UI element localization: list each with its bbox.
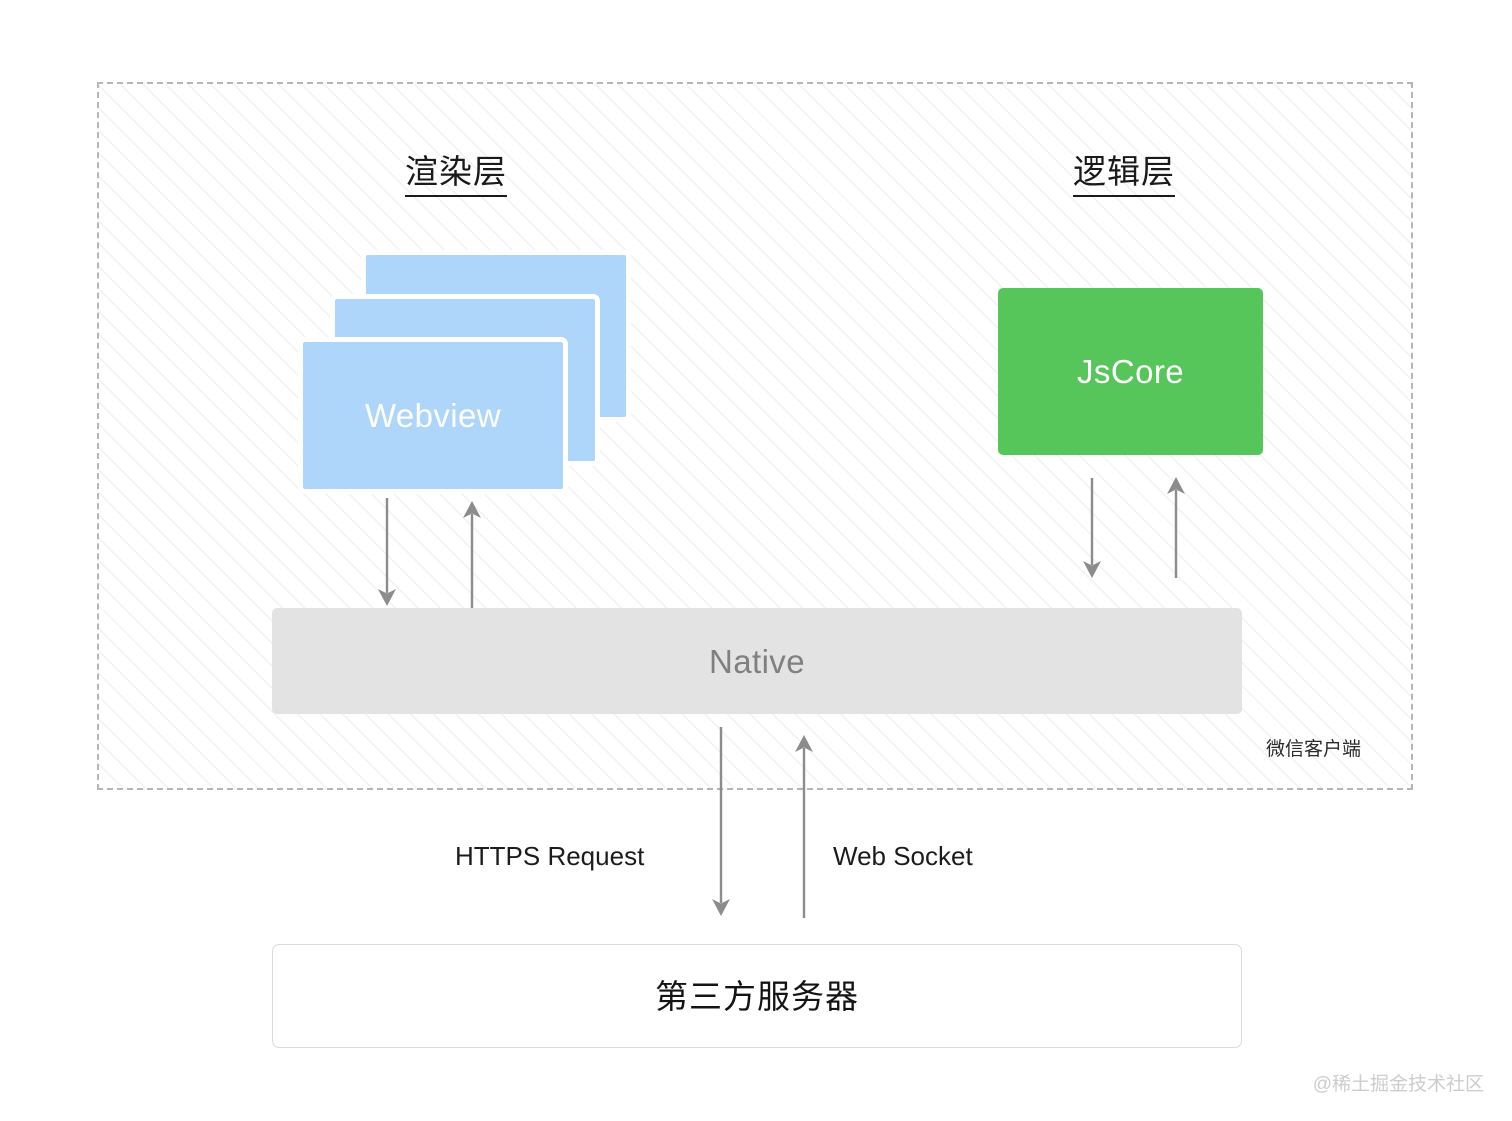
third-party-server-label: 第三方服务器 bbox=[655, 977, 859, 1015]
logic-layer-title: 逻辑层 bbox=[1073, 155, 1175, 197]
third-party-server-node[interactable]: 第三方服务器 bbox=[272, 944, 1242, 1048]
jscore-node[interactable]: JsCore bbox=[998, 288, 1263, 455]
webview-label: Webview bbox=[364, 397, 502, 434]
web-socket-label: Web Socket bbox=[833, 841, 973, 871]
watermark: @稀土掘金技术社区 bbox=[1312, 1074, 1484, 1095]
native-label: Native bbox=[709, 642, 805, 680]
https-request-label: HTTPS Request bbox=[455, 841, 645, 871]
wechat-client-caption: 微信客户端 bbox=[1266, 739, 1362, 760]
native-node[interactable]: Native bbox=[272, 608, 1242, 714]
jscore-label: JsCore bbox=[1077, 353, 1184, 390]
webview-card-front[interactable]: Webview bbox=[298, 337, 568, 494]
render-layer-title: 渲染层 bbox=[405, 155, 507, 197]
